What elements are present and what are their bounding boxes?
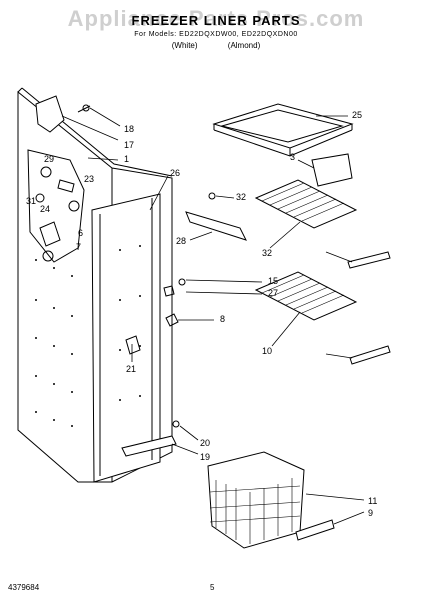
trim-part xyxy=(311,153,353,187)
clip-parts xyxy=(163,278,186,297)
callout-11: 11 xyxy=(368,496,377,506)
page-number: 5 xyxy=(210,583,215,592)
callout-23: 25 xyxy=(352,110,362,120)
screw-part xyxy=(77,104,91,113)
page-title: FREEZER LINER PARTS xyxy=(131,13,301,28)
shelf-rail-lower xyxy=(349,345,391,365)
screw-part-18 xyxy=(172,420,180,428)
callout-15: 18 xyxy=(124,124,134,134)
wire-shelf-lower xyxy=(254,271,358,321)
callout-17: 19 xyxy=(200,452,210,462)
color-variants: (White) (Almond) xyxy=(0,41,432,50)
callout-1: 1 xyxy=(124,154,129,164)
callout-27: 27 xyxy=(268,288,278,298)
clip-part-8 xyxy=(165,313,179,327)
callout-20: 23 xyxy=(84,174,94,184)
part-number: 4379684 xyxy=(8,583,40,592)
shelf-rail-upper xyxy=(347,251,391,269)
callout-14: 17 xyxy=(124,140,134,150)
wire-shelf-upper xyxy=(254,179,358,229)
callout-8: 8 xyxy=(220,314,225,324)
light-housing xyxy=(27,149,85,263)
callout-10: 10 xyxy=(262,346,272,356)
callout-31: 32 xyxy=(262,248,272,258)
callout-24: 26 xyxy=(170,168,180,178)
screw-part-29 xyxy=(208,192,216,200)
bracket-part xyxy=(35,95,65,133)
model-line: For Models: ED22DQXDW00, ED22DQXDN00 xyxy=(134,31,298,38)
callout-7: 7 xyxy=(76,242,81,252)
shelf-bracket-part xyxy=(185,211,247,241)
callout-9: 9 xyxy=(368,508,373,518)
callout-28: 28 xyxy=(176,236,186,246)
callout-3: 3 xyxy=(290,152,295,162)
callout-21: 24 xyxy=(40,204,50,214)
basket-rail xyxy=(121,435,177,457)
callout-29: 32 xyxy=(236,192,246,202)
shelf-part xyxy=(212,103,354,157)
freezer-liner xyxy=(17,87,173,483)
callout-6: 6 xyxy=(78,228,83,238)
callout-25: 29 xyxy=(44,154,54,164)
callout-26: 31 xyxy=(26,196,36,206)
callout-18: 20 xyxy=(200,438,210,448)
freezer-basket xyxy=(207,451,305,549)
callout-19: 21 xyxy=(126,364,136,374)
callout-13: 15 xyxy=(268,276,278,286)
basket-trim xyxy=(295,519,335,541)
clip-part-19 xyxy=(125,335,141,355)
color-almond-label: (Almond) xyxy=(227,41,261,50)
watermark: Appliance Parts Pros.com xyxy=(67,6,365,31)
color-white-label: (White) xyxy=(171,41,198,50)
